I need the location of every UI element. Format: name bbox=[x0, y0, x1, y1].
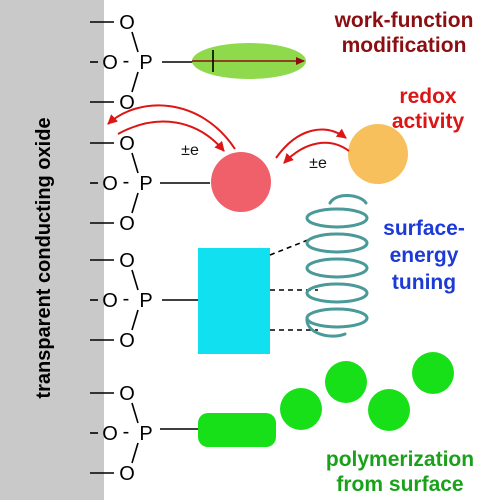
substrate-label: transparent conducting oxide bbox=[33, 117, 55, 398]
redox-group: ±e ±e bbox=[107, 104, 408, 212]
polymer-bead-3 bbox=[368, 389, 410, 431]
electron-transfer-arrow-from-substrate bbox=[117, 120, 225, 152]
helix-coil bbox=[305, 194, 369, 338]
polymer-bead-4 bbox=[412, 352, 454, 394]
p-o-bond-lower-2 bbox=[131, 192, 139, 214]
electron-transfer-arrow-to-substrate bbox=[107, 104, 236, 150]
red-redox-sphere bbox=[211, 152, 271, 212]
oxygen-lower-1: O bbox=[119, 92, 135, 114]
polymer-bead-2 bbox=[325, 361, 367, 403]
cyan-block bbox=[198, 248, 270, 354]
phosphorus-1: P bbox=[139, 52, 152, 74]
phosphorus-4: P bbox=[139, 423, 152, 445]
surface-energy-group bbox=[162, 194, 369, 354]
polymerization-label-line1: polymerization bbox=[326, 448, 474, 471]
oxygen-upper-1: O bbox=[119, 12, 135, 34]
oxygen-lower-4: O bbox=[119, 463, 135, 485]
oxygen-middle-3: O bbox=[102, 290, 118, 312]
bond-dash-2: - bbox=[123, 171, 130, 193]
polymerization-label-line2: from surface bbox=[336, 473, 463, 496]
oxygen-upper-2: O bbox=[119, 133, 135, 155]
substrate-slab bbox=[0, 0, 104, 500]
redox-label-line2: activity bbox=[392, 110, 465, 133]
work-function-group bbox=[162, 43, 306, 79]
phosphorus-2: P bbox=[139, 173, 152, 195]
oxygen-upper-4: O bbox=[119, 383, 135, 405]
work-function-label-line1: work-function bbox=[334, 9, 474, 32]
charge-transfer-label-right: ±e bbox=[309, 155, 327, 172]
electron-transfer-arrow-to-red bbox=[283, 142, 350, 164]
bond-dash-4: - bbox=[123, 421, 130, 443]
surface-energy-label-line2: energy bbox=[390, 244, 459, 267]
bond-dash-1: - bbox=[123, 50, 130, 72]
redox-label-line1: redox bbox=[399, 85, 457, 108]
bond-dash-3: - bbox=[123, 288, 130, 310]
polymer-group bbox=[160, 352, 454, 447]
p-o-bond-lower-3 bbox=[131, 309, 139, 331]
p-o-bond-upper-1 bbox=[131, 31, 139, 53]
oxygen-lower-2: O bbox=[119, 213, 135, 235]
oxygen-middle-1: O bbox=[102, 52, 118, 74]
oxygen-lower-3: O bbox=[119, 330, 135, 352]
electron-transfer-arrow-to-orange bbox=[275, 128, 347, 159]
charge-transfer-label-left: ±e bbox=[181, 142, 199, 159]
p-o-bond-upper-2 bbox=[131, 152, 139, 174]
oxygen-middle-4: O bbox=[102, 423, 118, 445]
orange-redox-sphere bbox=[348, 124, 408, 184]
oxygen-upper-3: O bbox=[119, 250, 135, 272]
surface-energy-label-line3: tuning bbox=[392, 271, 456, 294]
polymer-bead-1 bbox=[280, 388, 322, 430]
p-o-bond-upper-4 bbox=[131, 402, 139, 424]
work-function-label-line2: modification bbox=[342, 34, 467, 57]
p-o-bond-lower-4 bbox=[131, 442, 139, 464]
p-o-bond-upper-3 bbox=[131, 269, 139, 291]
surface-energy-label-line1: surface- bbox=[383, 217, 465, 240]
polymer-initiator-block bbox=[198, 413, 276, 447]
phosphorus-3: P bbox=[139, 290, 152, 312]
oxygen-middle-2: O bbox=[102, 173, 118, 195]
p-o-bond-lower-1 bbox=[131, 71, 139, 93]
